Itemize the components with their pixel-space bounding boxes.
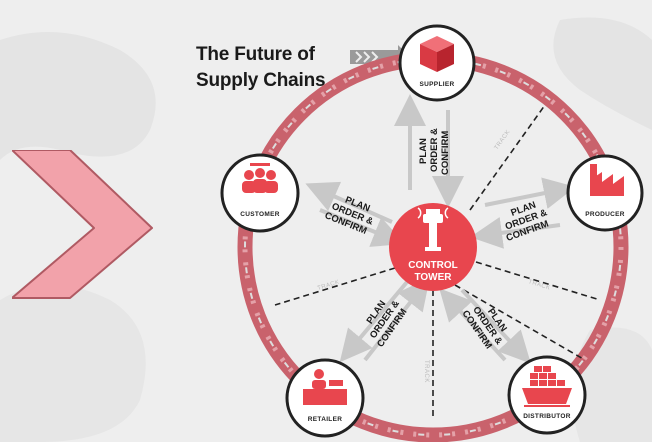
title-line-2: Supply Chains (196, 70, 326, 91)
track-label-2: TRACK (527, 279, 551, 291)
flow-label-customer: PLAN ORDER & CONFIRM (323, 195, 375, 237)
track-label-4: TRACK (317, 279, 341, 291)
node-label: DISTRIBUTOR (523, 413, 571, 420)
node-retailer: RETAILER (285, 358, 365, 438)
node-label: PRODUCER (585, 211, 625, 218)
flow-arrows (305, 94, 576, 364)
node-distributor: DISTRIBUTOR (507, 355, 587, 435)
page-title: The Future of Supply Chains (196, 42, 326, 94)
ship-icon (522, 366, 572, 407)
shop-counter-icon (303, 369, 347, 405)
node-customer: CUSTOMER (220, 153, 300, 233)
node-supplier: SUPPLIER (398, 24, 476, 102)
track-label-1: TRACK (494, 129, 512, 151)
node-producer: PRODUCER (566, 154, 644, 232)
title-line-1: The Future of (196, 44, 315, 65)
control-tower-icon (417, 207, 449, 251)
track-label-3: TRACK (423, 360, 429, 383)
flow-label-producer: PLAN ORDER & CONFIRM (504, 200, 550, 244)
track-lines (274, 104, 601, 420)
center-label-line-1: CONTROL (408, 260, 457, 271)
node-label: SUPPLIER (420, 81, 455, 88)
flow-plan-label: PLAN (418, 138, 429, 164)
center-label-line-2: TOWER (414, 272, 452, 283)
people-icon (242, 163, 278, 193)
flow-confirm-label: CONFIRM (440, 131, 451, 175)
factory-icon (590, 164, 624, 196)
control-tower-node: CONTROL TOWER (389, 203, 477, 291)
node-label: CUSTOMER (240, 211, 279, 218)
box-icon (420, 36, 454, 72)
flow-order-label: ORDER & (429, 128, 440, 172)
chevron-arrow-icon (12, 150, 153, 299)
flow-label-retailer: PLAN ORDER & CONFIRM (365, 298, 410, 349)
flow-label-distributor: PLAN ORDER & CONFIRM (460, 305, 509, 352)
flow-label-supplier: PLAN ORDER & CONFIRM (418, 128, 451, 175)
node-label: RETAILER (308, 416, 342, 423)
